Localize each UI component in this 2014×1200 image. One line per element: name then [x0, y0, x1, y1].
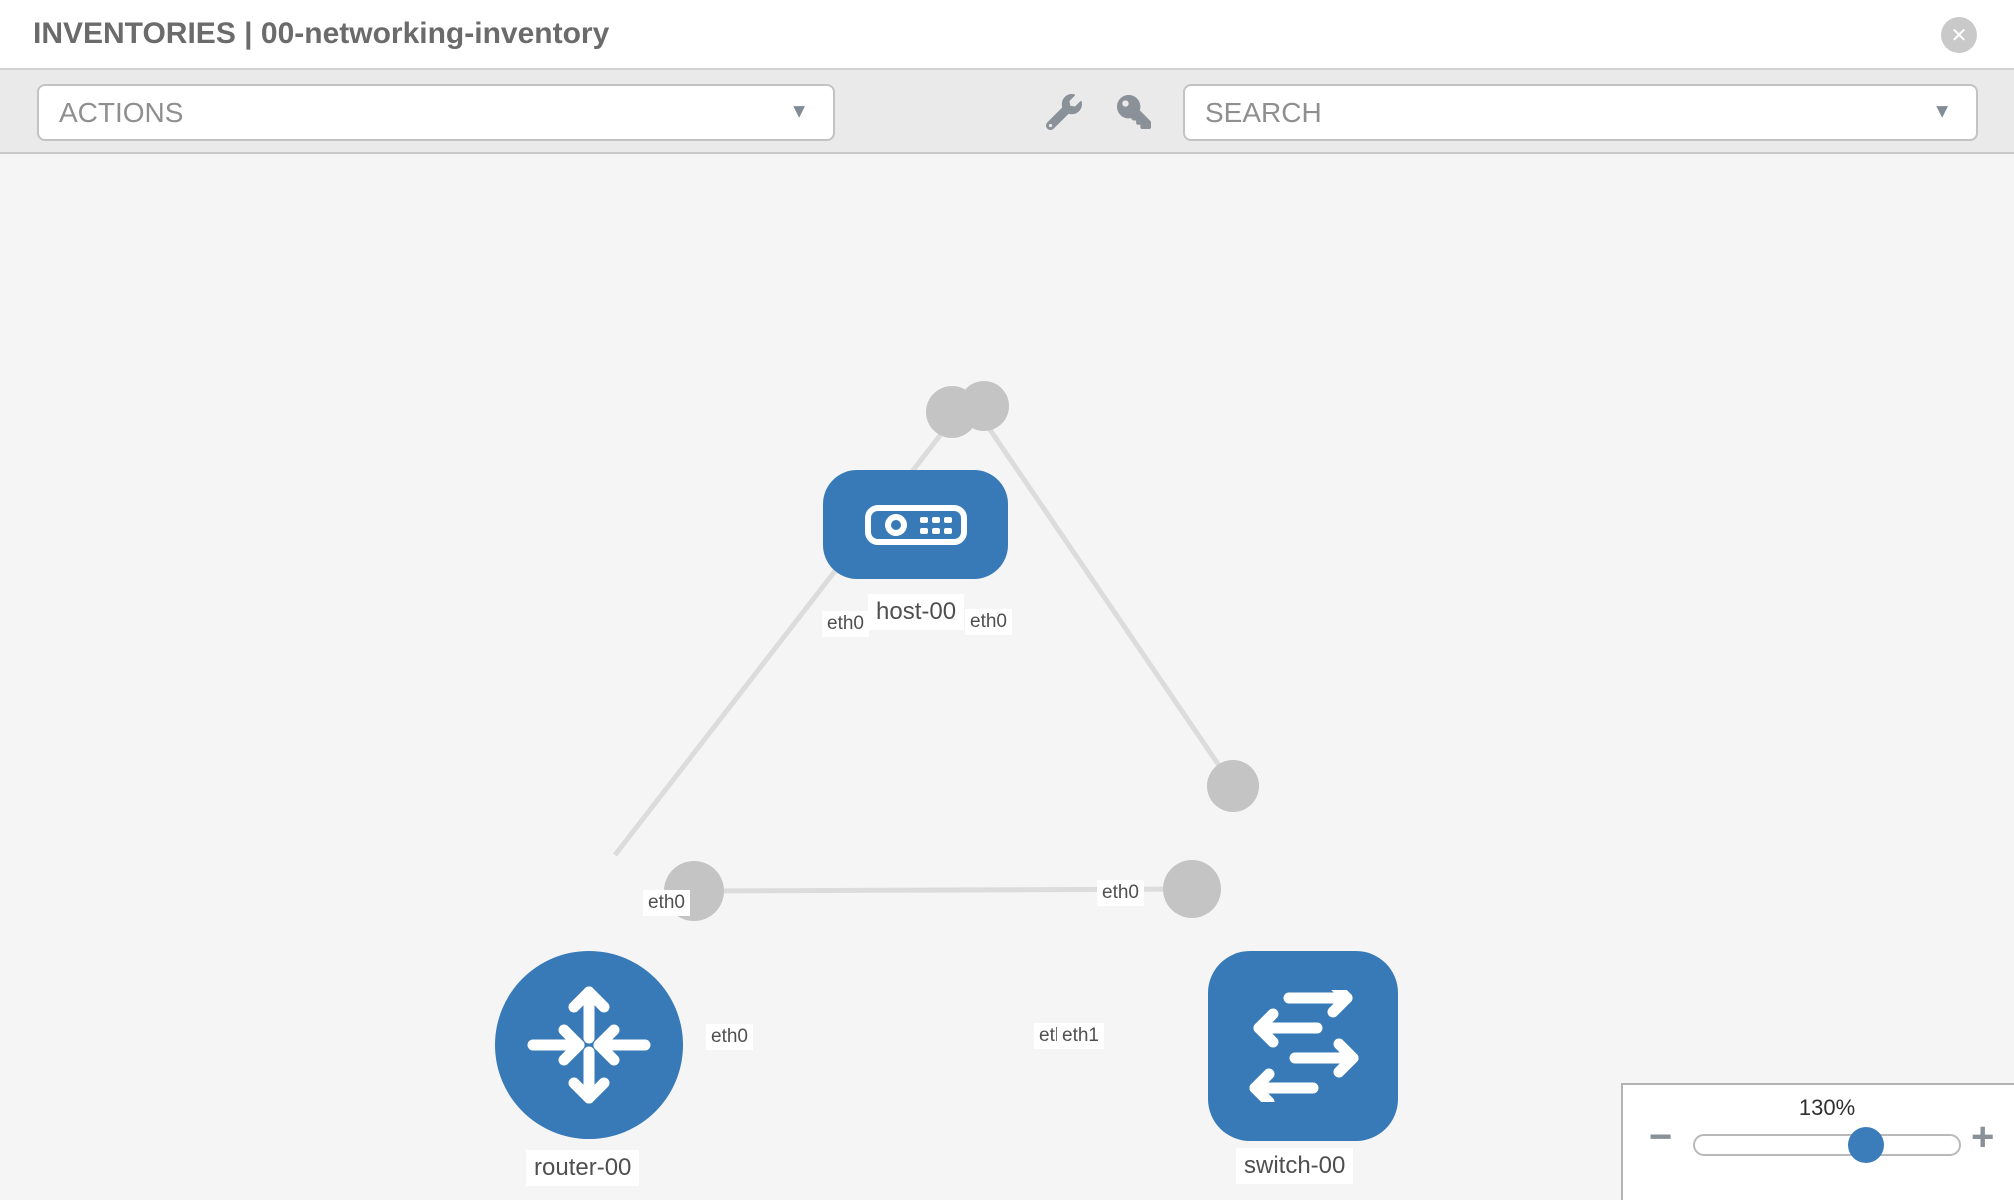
search-dropdown-label: SEARCH — [1205, 96, 1322, 128]
zoom-in-button[interactable]: + — [1971, 1107, 1994, 1167]
iface-label-switch-eth0-uplink: eth0 — [1097, 880, 1144, 906]
wrench-icon — [1046, 94, 1082, 130]
topology-canvas[interactable]: host-00 router-00 switch-00 eth0 eth0 et… — [0, 154, 2014, 1200]
close-icon: ✕ — [1950, 24, 1968, 47]
zoom-out-button[interactable]: − — [1649, 1107, 1672, 1167]
interface-dot-host-eth0b — [959, 381, 1009, 431]
zoom-panel: 130% − + — [1621, 1083, 2014, 1200]
interface-dot-switch-eth1 — [1163, 860, 1221, 918]
host-icon — [864, 504, 967, 545]
zoom-level-text: 130% — [1798, 1095, 1856, 1120]
page-title: INVENTORIES | 00-networking-inventory — [33, 17, 610, 50]
node-label-router: router-00 — [526, 1150, 640, 1186]
header: INVENTORIES | 00-networking-inventory ✕ — [0, 0, 2014, 70]
minus-icon: − — [1649, 1115, 1673, 1159]
iface-label-switch-eth1: eth1 — [1057, 1023, 1104, 1049]
search-dropdown[interactable]: SEARCH ▼ — [1183, 84, 1978, 141]
node-router-00[interactable] — [495, 951, 683, 1139]
key-icon — [1117, 95, 1151, 129]
node-host-00[interactable] — [823, 470, 1008, 579]
chevron-down-icon: ▼ — [1932, 100, 1952, 123]
interface-dot-switch-eth0 — [1207, 760, 1259, 812]
toolbar: ACTIONS ▼ SEARCH ▼ — [0, 70, 2014, 154]
plus-icon: + — [1971, 1115, 1995, 1159]
zoom-slider-handle[interactable] — [1848, 1127, 1884, 1163]
actions-dropdown[interactable]: ACTIONS ▼ — [37, 84, 835, 141]
actions-dropdown-label: ACTIONS — [59, 96, 184, 128]
iface-label-host-eth0-left: eth0 — [822, 611, 869, 637]
close-button[interactable]: ✕ — [1941, 17, 1977, 53]
credentials-button[interactable] — [1106, 70, 1162, 154]
chevron-down-icon: ▼ — [789, 100, 809, 123]
configure-tools-button[interactable] — [1036, 70, 1092, 154]
router-icon — [527, 986, 651, 1104]
node-label-host: host-00 — [868, 594, 965, 630]
switch-icon — [1249, 990, 1359, 1102]
iface-label-host-eth0-right: eth0 — [965, 609, 1012, 635]
link-host-switch[interactable] — [977, 413, 1236, 788]
iface-label-router-eth0: eth0 — [706, 1024, 753, 1050]
iface-label-router-eth0-uplink: eth0 — [643, 890, 690, 916]
zoom-slider-track[interactable] — [1693, 1134, 1961, 1156]
node-label-switch: switch-00 — [1236, 1148, 1354, 1184]
graph-layer — [613, 381, 1259, 921]
node-switch-00[interactable] — [1208, 951, 1398, 1141]
